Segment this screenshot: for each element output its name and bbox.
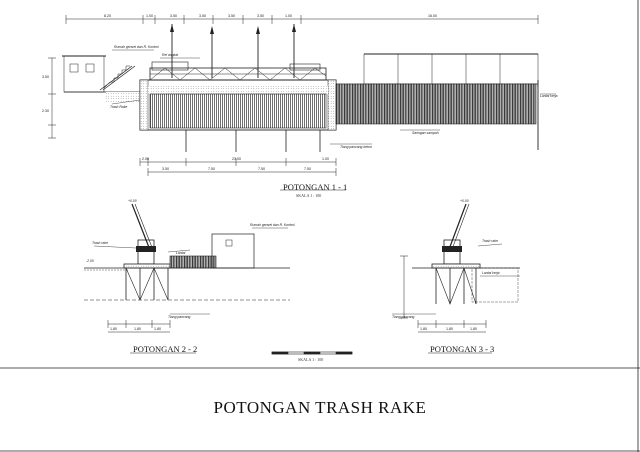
label-pile: Tiang pancang beton xyxy=(340,145,372,149)
dim-bottom-5: 7.50 xyxy=(258,167,265,171)
dim-bottom-6: 7.50 xyxy=(304,167,311,171)
dim-s22-0: 1.80 xyxy=(110,327,117,331)
label-work-floor: Lantai kerja xyxy=(540,94,558,98)
label-genset-house: Rumah genset dan R. Kontrol xyxy=(114,45,159,49)
dim-top-0: 8.20 xyxy=(104,14,111,18)
dim-top-3: 3.50 xyxy=(199,14,206,18)
label-trash-rake: Trash Rake xyxy=(110,105,127,109)
label-screen: Saringan sampah xyxy=(412,131,439,135)
label-el2-22: -2.00 xyxy=(86,259,94,263)
sheet-title: POTONGAN TRASH RAKE xyxy=(213,398,427,417)
dim-bottom-4: 7.50 xyxy=(208,167,215,171)
section-3-3-title: POTONGAN 3 - 3 xyxy=(430,344,495,354)
section-1-1 xyxy=(48,15,556,176)
section-1-1-title: POTONGAN 1 - 1 xyxy=(283,182,348,192)
dim-left-0: 3.50 xyxy=(42,75,49,79)
dim-s33-1: 1.80 xyxy=(446,327,453,331)
label-floor-33: Lantai kerja xyxy=(482,271,500,275)
section-3-3 xyxy=(392,203,520,333)
dim-top-2: 3.50 xyxy=(170,14,177,18)
dim-top-6: 1.00 xyxy=(285,14,292,18)
label-el-22: +0.00 xyxy=(128,199,137,203)
dim-s22-2: 1.80 xyxy=(154,327,161,331)
label-el-33: +0.00 xyxy=(460,199,469,203)
dim-top-4: 3.50 xyxy=(228,14,235,18)
dim-top-5: 3.50 xyxy=(257,14,264,18)
label-lift-rail: Rel angkat xyxy=(162,53,179,57)
bar-scale-label: SKALA 1 : 100 xyxy=(298,357,324,362)
dim-s33-2: 1.80 xyxy=(470,327,477,331)
section-2-2 xyxy=(84,203,290,333)
section-3-3-labels: +0.00 Trash rake Lantai kerja Tiang panc… xyxy=(392,199,500,331)
bar-scale xyxy=(271,351,353,355)
dim-top-1: 1.00 xyxy=(146,14,153,18)
label-pile-22: Tiang pancang xyxy=(168,315,191,319)
dim-s33-0: 1.80 xyxy=(420,327,427,331)
section-1-1-scale: SKALA 1 : 100 xyxy=(296,193,322,198)
dim-bottom-3: 3.50 xyxy=(162,167,169,171)
label-trash-rake-22: Trash rake xyxy=(92,241,108,245)
dim-left-1: 2.30 xyxy=(42,109,49,113)
section-2-2-labels: +0.00 Rumah genset dan R. Kontrol Trash … xyxy=(86,199,295,331)
dim-top-7: 16.00 xyxy=(428,14,437,18)
label-pile-33: Tiang pancang xyxy=(392,315,415,319)
dim-bottom-2: 1.00 xyxy=(322,157,329,161)
dim-s22-1: 1.80 xyxy=(134,327,141,331)
section-2-2-title: POTONGAN 2 - 2 xyxy=(133,344,198,354)
label-genset-22: Rumah genset dan R. Kontrol xyxy=(250,223,295,227)
dim-bottom-1: 23.00 xyxy=(232,157,241,161)
label-trash-rake-33: Trash rake xyxy=(482,239,498,243)
title-underlines xyxy=(130,189,492,354)
dim-bottom-0: 2.00 xyxy=(142,157,149,161)
label-floor-22: Lantai xyxy=(176,251,185,255)
section-1-1-labels: 8.20 1.00 3.50 3.50 3.50 3.50 1.00 16.00… xyxy=(42,14,558,171)
